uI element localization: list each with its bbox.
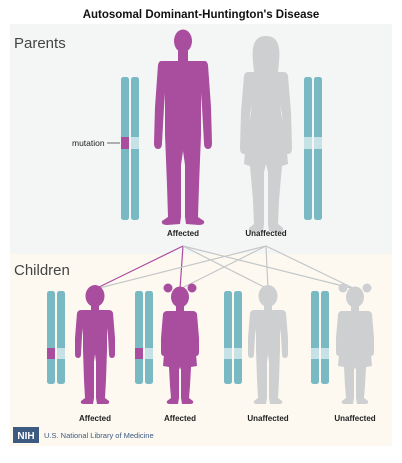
nih-credit: NIH U.S. National Library of Medicine — [13, 427, 154, 443]
children-heading: Children — [14, 262, 70, 279]
nih-logo-text: NIH — [17, 431, 34, 442]
chromosome-right — [145, 291, 153, 384]
father-to-child-1-line — [94, 245, 184, 290]
chromosome-right — [234, 291, 242, 384]
nlm-credit-text: U.S. National Library of Medicine — [44, 431, 154, 440]
mutation-callout: mutation — [72, 138, 120, 148]
normal-band — [234, 348, 242, 359]
inheritance-lines — [94, 245, 356, 290]
mother-chromosome-pair — [304, 77, 322, 220]
mutation-band — [121, 137, 129, 149]
mutation-band — [135, 348, 143, 359]
normal-band — [321, 348, 329, 359]
chromosome-left — [224, 291, 232, 384]
child-3-status-label: Unaffected — [247, 414, 288, 423]
nih-logo — [13, 427, 39, 443]
child-2-status-label: Affected — [164, 414, 196, 423]
mother-to-child-1-line — [94, 245, 267, 290]
father-to-child-4-line — [182, 245, 356, 290]
child-4-chromosome-pair — [311, 291, 329, 384]
child-2-chromosome-pair — [135, 291, 153, 384]
normal-band — [224, 348, 232, 359]
normal-band — [131, 137, 139, 149]
mother-to-child-2-line — [179, 245, 267, 290]
normal-band — [311, 348, 319, 359]
mutation-band — [47, 348, 55, 359]
chromosome-left — [47, 291, 55, 384]
chromosome-left — [135, 291, 143, 384]
parents-heading: Parents — [14, 35, 66, 52]
chromosome-left — [311, 291, 319, 384]
father-to-child-3-line — [182, 245, 269, 290]
mutation-label: mutation — [72, 138, 105, 148]
normal-band — [145, 348, 153, 359]
child-4-status-label: Unaffected — [334, 414, 375, 423]
mother-to-child-3-line — [265, 245, 269, 290]
father-chromosome-pair — [121, 77, 139, 220]
normal-band — [304, 137, 312, 149]
mother-status-label: Unaffected — [245, 229, 286, 238]
father-status-label: Affected — [167, 229, 199, 238]
child-3-chromosome-pair — [224, 291, 242, 384]
normal-band — [314, 137, 322, 149]
normal-band — [57, 348, 65, 359]
chromosome-right — [57, 291, 65, 384]
child-1-status-label: Affected — [79, 414, 111, 423]
chromosome-right — [321, 291, 329, 384]
mother-to-child-4-line — [265, 245, 356, 290]
diagram-title: Autosomal Dominant-Huntington's Disease — [83, 9, 320, 21]
child-1-chromosome-pair — [47, 291, 65, 384]
